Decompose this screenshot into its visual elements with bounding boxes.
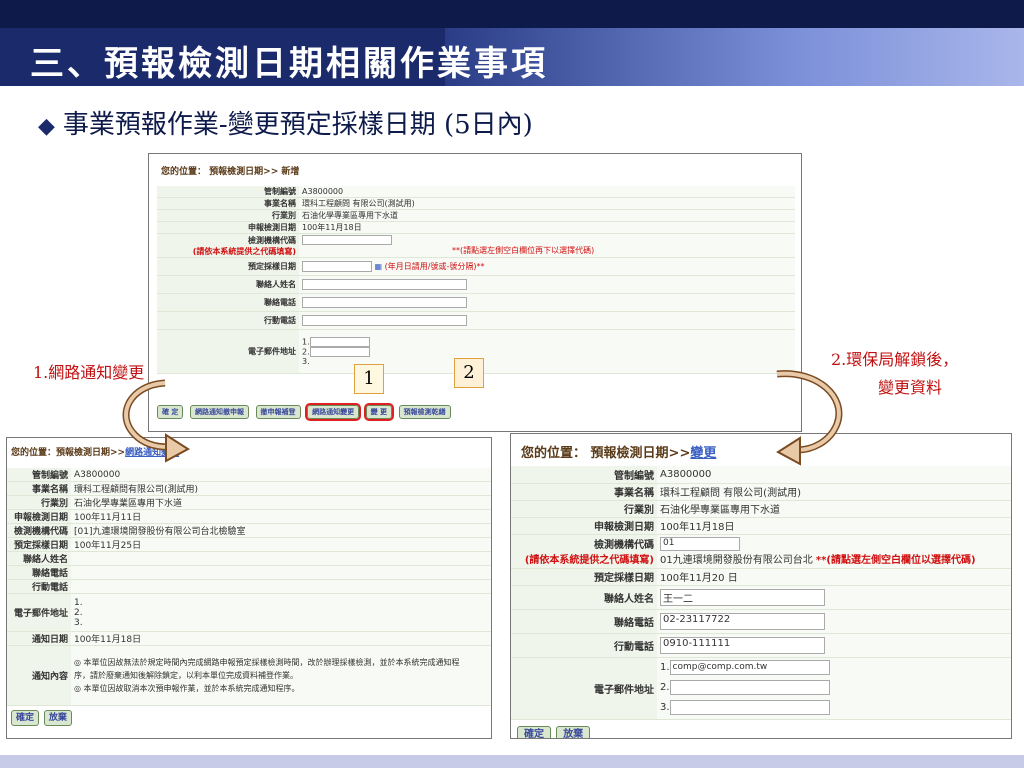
title-bar-gradient xyxy=(445,28,1024,86)
slide-title: 三、預報檢測日期相關作業事項 xyxy=(30,44,548,84)
annotation-right-2: 變更資料 xyxy=(878,378,943,397)
email-input-2[interactable] xyxy=(669,679,830,695)
slide-subtitle: ◆ 事業預報作業-變更預定採樣日期 (5日內) xyxy=(38,104,533,141)
step-1-badge: 1 xyxy=(354,364,384,394)
footer-band xyxy=(0,755,1024,768)
notify-option-2[interactable]: ◎ 本單位因故取消本次預申報作業，並於本系統完成通知程序。 xyxy=(74,684,300,693)
button-row: 確 定 網路通知撤申報 撤申報補登 網路通知變更 變 更 預報檢測乾繕 xyxy=(157,403,455,421)
lab-code-input[interactable] xyxy=(302,235,392,245)
abandon-button[interactable]: 放棄 xyxy=(43,710,72,726)
diamond-bullet-icon: ◆ xyxy=(38,114,55,139)
calendar-icon[interactable]: ▦ xyxy=(374,262,383,271)
subtitle-text: 事業預報作業-變更預定採樣日期 (5日內) xyxy=(62,110,533,140)
annotation-left: 1.網路通知變更 xyxy=(33,363,145,382)
contact-input[interactable]: 王一二 xyxy=(660,588,825,606)
email-input-1[interactable] xyxy=(309,337,370,347)
breadcrumb: 您的位置：預報檢測日期>>網路通知變更 xyxy=(11,448,180,458)
email-input-1[interactable]: comp@comp.com.tw xyxy=(669,659,830,675)
notify-option-1[interactable]: ◎ 本單位因故無法於規定時間內完成網路申報預定採樣檢測時間，改於辦理採樣檢測，並… xyxy=(74,658,460,680)
mobile-input[interactable]: 0910-111111 xyxy=(660,636,825,654)
forecast-print-button[interactable]: 預報檢測乾繕 xyxy=(398,405,451,419)
breadcrumb: 您的位置： 預報檢測日期>> 新增 xyxy=(161,167,300,177)
top-band xyxy=(0,0,1024,28)
notify-cancel-button[interactable]: 網路通知撤申報 xyxy=(189,405,249,419)
confirm-button[interactable]: 確定 xyxy=(517,725,551,738)
button-row: 確定 放棄 xyxy=(511,720,1011,738)
right-curved-arrow-icon xyxy=(776,370,843,466)
contact-input[interactable] xyxy=(302,279,467,290)
notify-change-button[interactable]: 網路通知變更 xyxy=(305,403,362,421)
confirm-button[interactable]: 確定 xyxy=(11,710,40,726)
breadcrumb: 您的位置： 預報檢測日期>>變更 xyxy=(521,446,717,461)
phone-input[interactable]: 02-23117722 xyxy=(660,612,825,630)
email-input-3[interactable] xyxy=(669,699,830,715)
step-2-badge: 2 xyxy=(454,358,484,388)
confirm-button[interactable]: 確 定 xyxy=(157,405,184,419)
annotation-right-1: 2.環保局解鎖後， xyxy=(831,350,959,369)
cancel-supplement-button[interactable]: 撤申報補登 xyxy=(255,405,301,419)
abandon-button[interactable]: 放棄 xyxy=(556,725,591,738)
change-button[interactable]: 變 更 xyxy=(363,403,395,421)
phone-input[interactable] xyxy=(302,297,467,308)
lab-code-input[interactable]: 01 xyxy=(660,536,740,551)
left-curved-arrow-icon xyxy=(122,379,190,463)
sample-date-input[interactable] xyxy=(302,261,372,272)
email-input-2[interactable] xyxy=(309,347,370,357)
mobile-input[interactable] xyxy=(302,315,467,326)
button-row: 確定 放棄 xyxy=(7,706,491,730)
